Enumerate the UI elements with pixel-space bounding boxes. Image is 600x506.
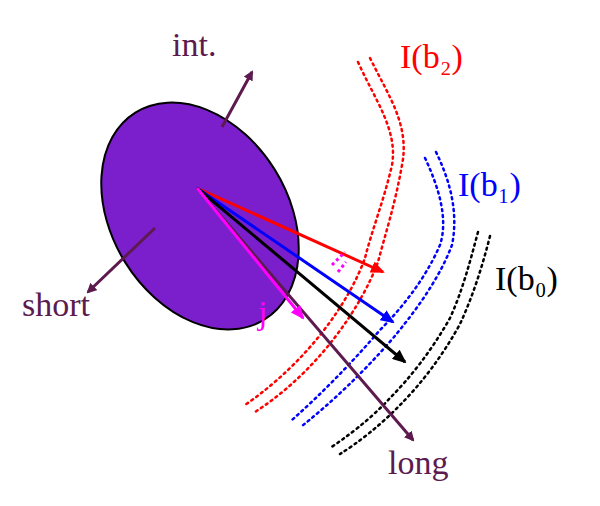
axis-label: int. [172, 28, 216, 62]
intensity-label: I(b₀) [495, 262, 558, 296]
intensity-label: I(b₂) [400, 40, 463, 74]
axis-label: long [388, 446, 448, 480]
intensity-label: I(b₁) [458, 168, 521, 202]
axis-label: short [22, 288, 90, 322]
vector-label: j [258, 296, 267, 330]
